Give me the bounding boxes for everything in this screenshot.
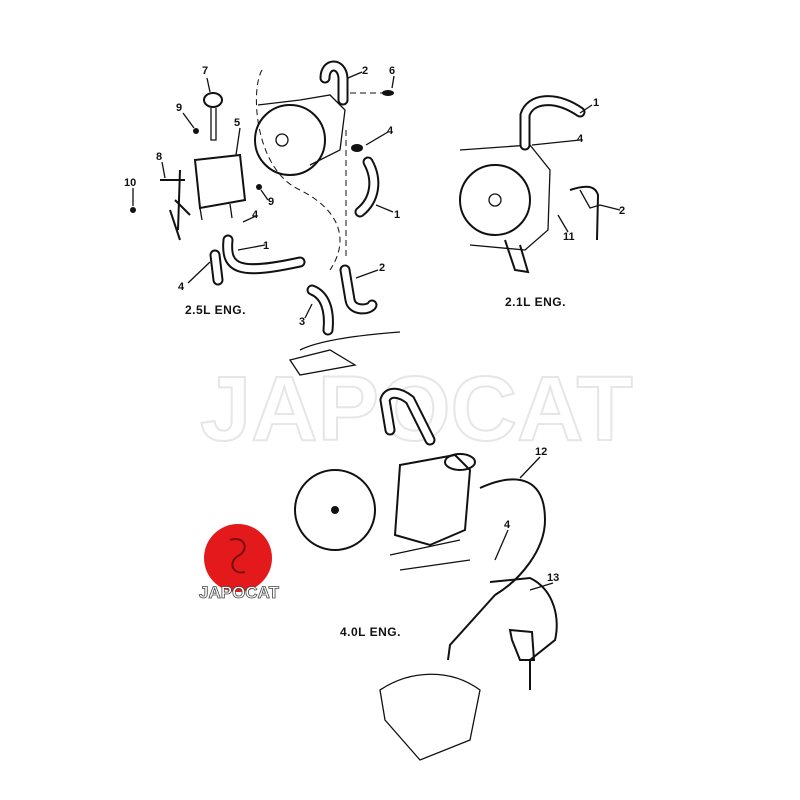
logo-text: JAPOCAT [199,583,280,602]
pump-pulley [254,104,326,176]
callout-number: 4 [178,281,185,293]
callout-number: 6 [389,65,395,77]
reservoir [193,153,247,210]
callout-number: 12 [535,446,547,458]
callout-number: 11 [563,231,575,243]
engine-caption: 2.1L ENG. [505,295,566,309]
engine-4-0l-drawing [294,387,558,761]
callout-number: 8 [156,151,162,163]
callout-number: 2 [619,205,625,217]
callout-number: 9 [176,102,182,114]
callout-number: 4 [252,209,259,221]
callout-number: 4 [504,519,511,531]
callout-number: 7 [202,65,208,77]
callout-number: 9 [268,196,274,208]
callout-number: 4 [577,133,584,145]
callout-number: 1 [263,240,269,252]
callout-number: 1 [593,97,599,109]
engine-caption: 4.0L ENG. [340,625,401,639]
engine-2-5l-drawing [130,60,401,376]
callout-number: 5 [234,117,240,129]
callout-number: 2 [379,262,385,274]
japocat-logo: JAPOCAT [199,524,280,602]
logo-circle [204,524,272,592]
reservoir-4-0l [393,453,472,547]
engine-caption: 2.5L ENG. [185,303,246,317]
callout-number: 1 [394,209,400,221]
callout-number: 4 [387,125,394,137]
callout-number: 13 [547,572,559,584]
callout-number: 10 [124,177,136,189]
reservoir-cap [203,92,223,108]
callout-number: 2 [362,65,368,77]
callout-number: 3 [299,316,305,328]
engine-2-1l-drawing [459,95,621,274]
